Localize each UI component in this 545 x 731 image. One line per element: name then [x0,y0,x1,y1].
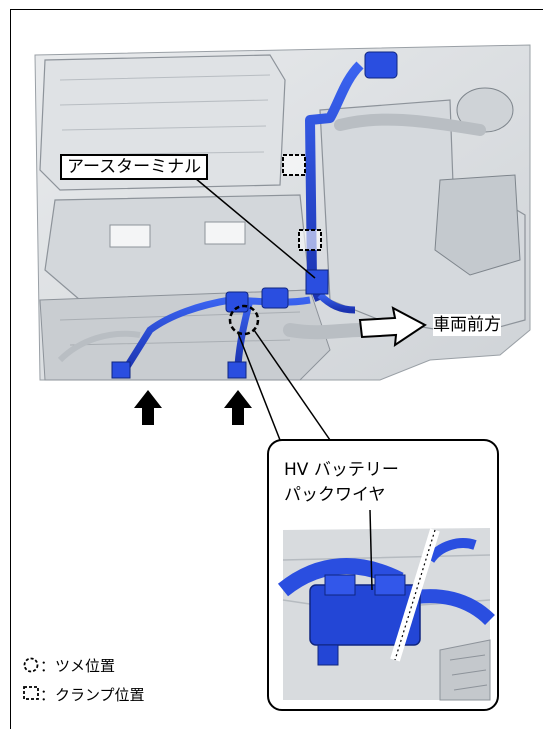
gray-hose-2 [283,323,367,340]
callout-line-right [253,329,331,441]
vehicle-front-arrow [358,306,427,348]
legend-clamp-text: ：クランプ位置 [40,686,145,704]
gray-hose-3 [57,330,141,363]
right-component [434,174,521,276]
blue-connector-left [111,361,131,379]
hv-battery-wire-label: HV バッテリー パックワイヤ [284,458,399,508]
callout-line-left [237,332,281,441]
clamp-marker-1 [282,154,306,176]
up-arrow-right-icon [224,390,252,425]
legend-clamp-position: ：クランプ位置 [40,684,145,705]
claw-marker [228,304,260,336]
blue-harness-right [317,292,356,314]
lower-connector-block [44,194,311,301]
up-arrow-left-icon [134,390,162,425]
blue-harness-main [305,61,364,302]
blue-connector-top [364,51,398,79]
blue-connector-mid [261,287,289,309]
dashed-square-icon [23,686,39,700]
hv-battery-label-line1: HV バッテリー [284,460,399,480]
earth-terminal-leader [194,177,316,279]
vehicle-front-label: 車両前方 [433,314,501,336]
legend-claw-position: ：ツメ位置 [40,655,115,676]
connector-slot-2 [204,221,246,245]
blue-connector-right [227,361,247,379]
inverter-lid-lines [59,74,271,156]
connector-slot-1 [109,224,151,248]
hv-battery-label-line2: パックワイヤ [284,485,386,505]
blue-connector-junction [225,291,249,313]
inset-leader [369,509,373,591]
inset-detail-image [277,528,495,701]
legend-claw-text: ：ツメ位置 [40,657,116,675]
page-frame [10,9,543,729]
blue-harness-branch [234,299,254,366]
earth-terminal-label: アースターミナル [60,154,209,180]
clamp-marker-2 [298,229,322,251]
gray-hose-1 [334,113,486,136]
dashed-circle-icon [23,657,39,673]
